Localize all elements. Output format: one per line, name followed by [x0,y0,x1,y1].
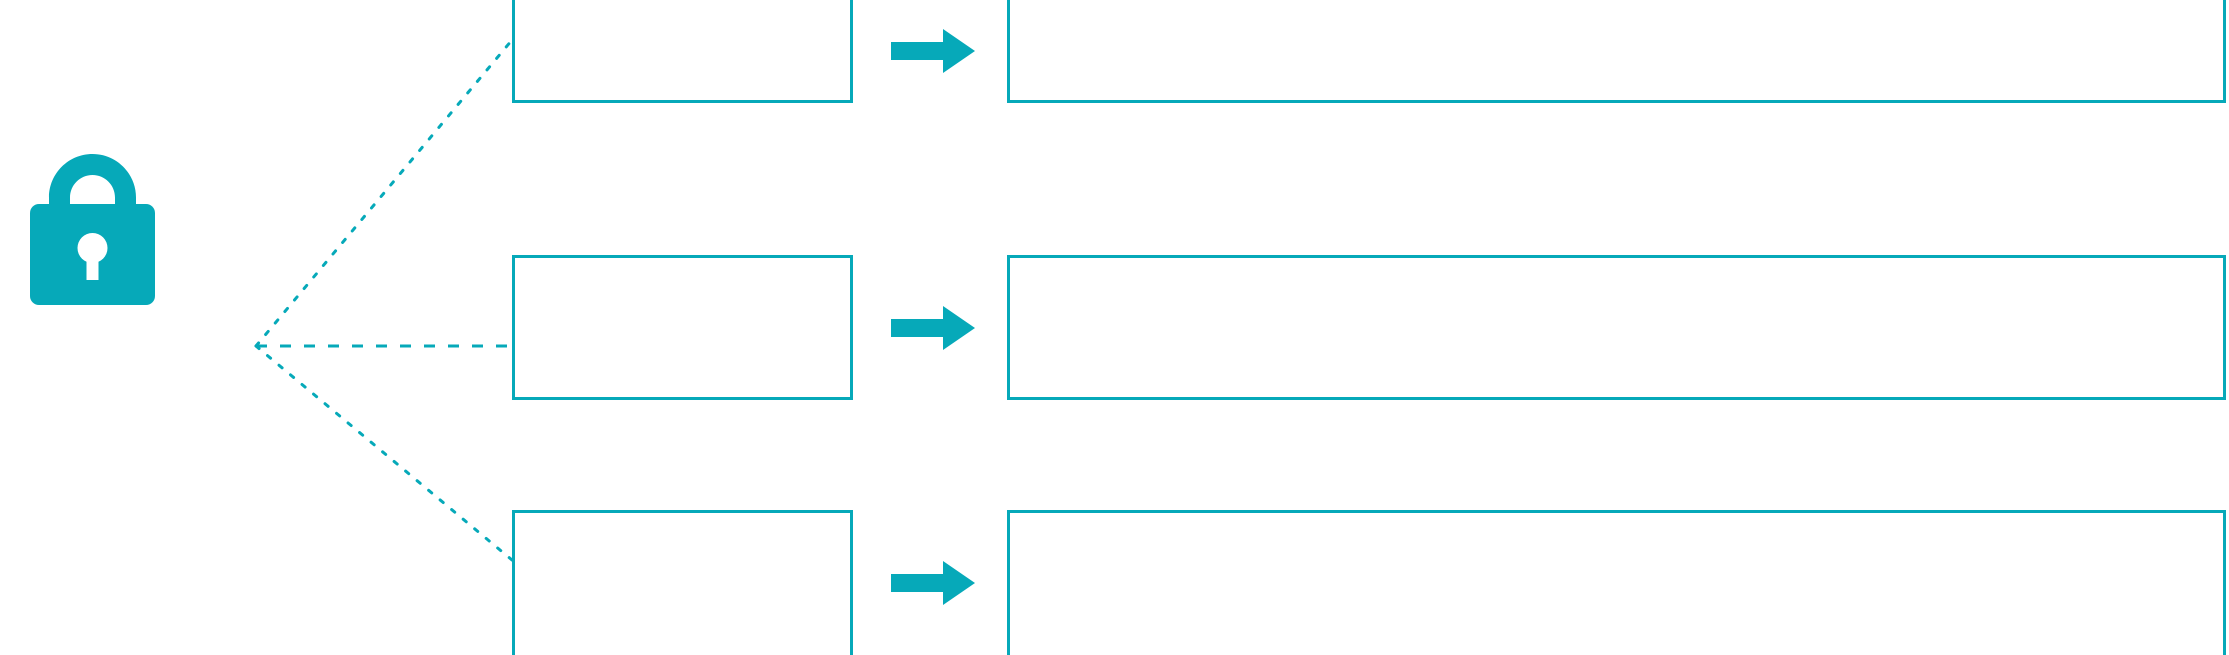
right-box-row-1[interactable] [1007,0,2226,103]
right-box-row-2[interactable] [1007,255,2226,400]
left-box-row-1[interactable] [512,0,853,103]
arrow-right-icon-row-3 [891,560,975,606]
left-box-row-3[interactable] [512,510,853,655]
left-box-row-2[interactable] [512,255,853,400]
right-box-row-3[interactable] [1007,510,2226,655]
left-box-row-3-label [515,513,850,655]
lock-icon [20,148,165,310]
right-box-row-3-label [1010,513,2223,655]
arrow-right-icon-row-2 [891,305,975,351]
arrow-right-icon-row-1 [891,28,975,74]
